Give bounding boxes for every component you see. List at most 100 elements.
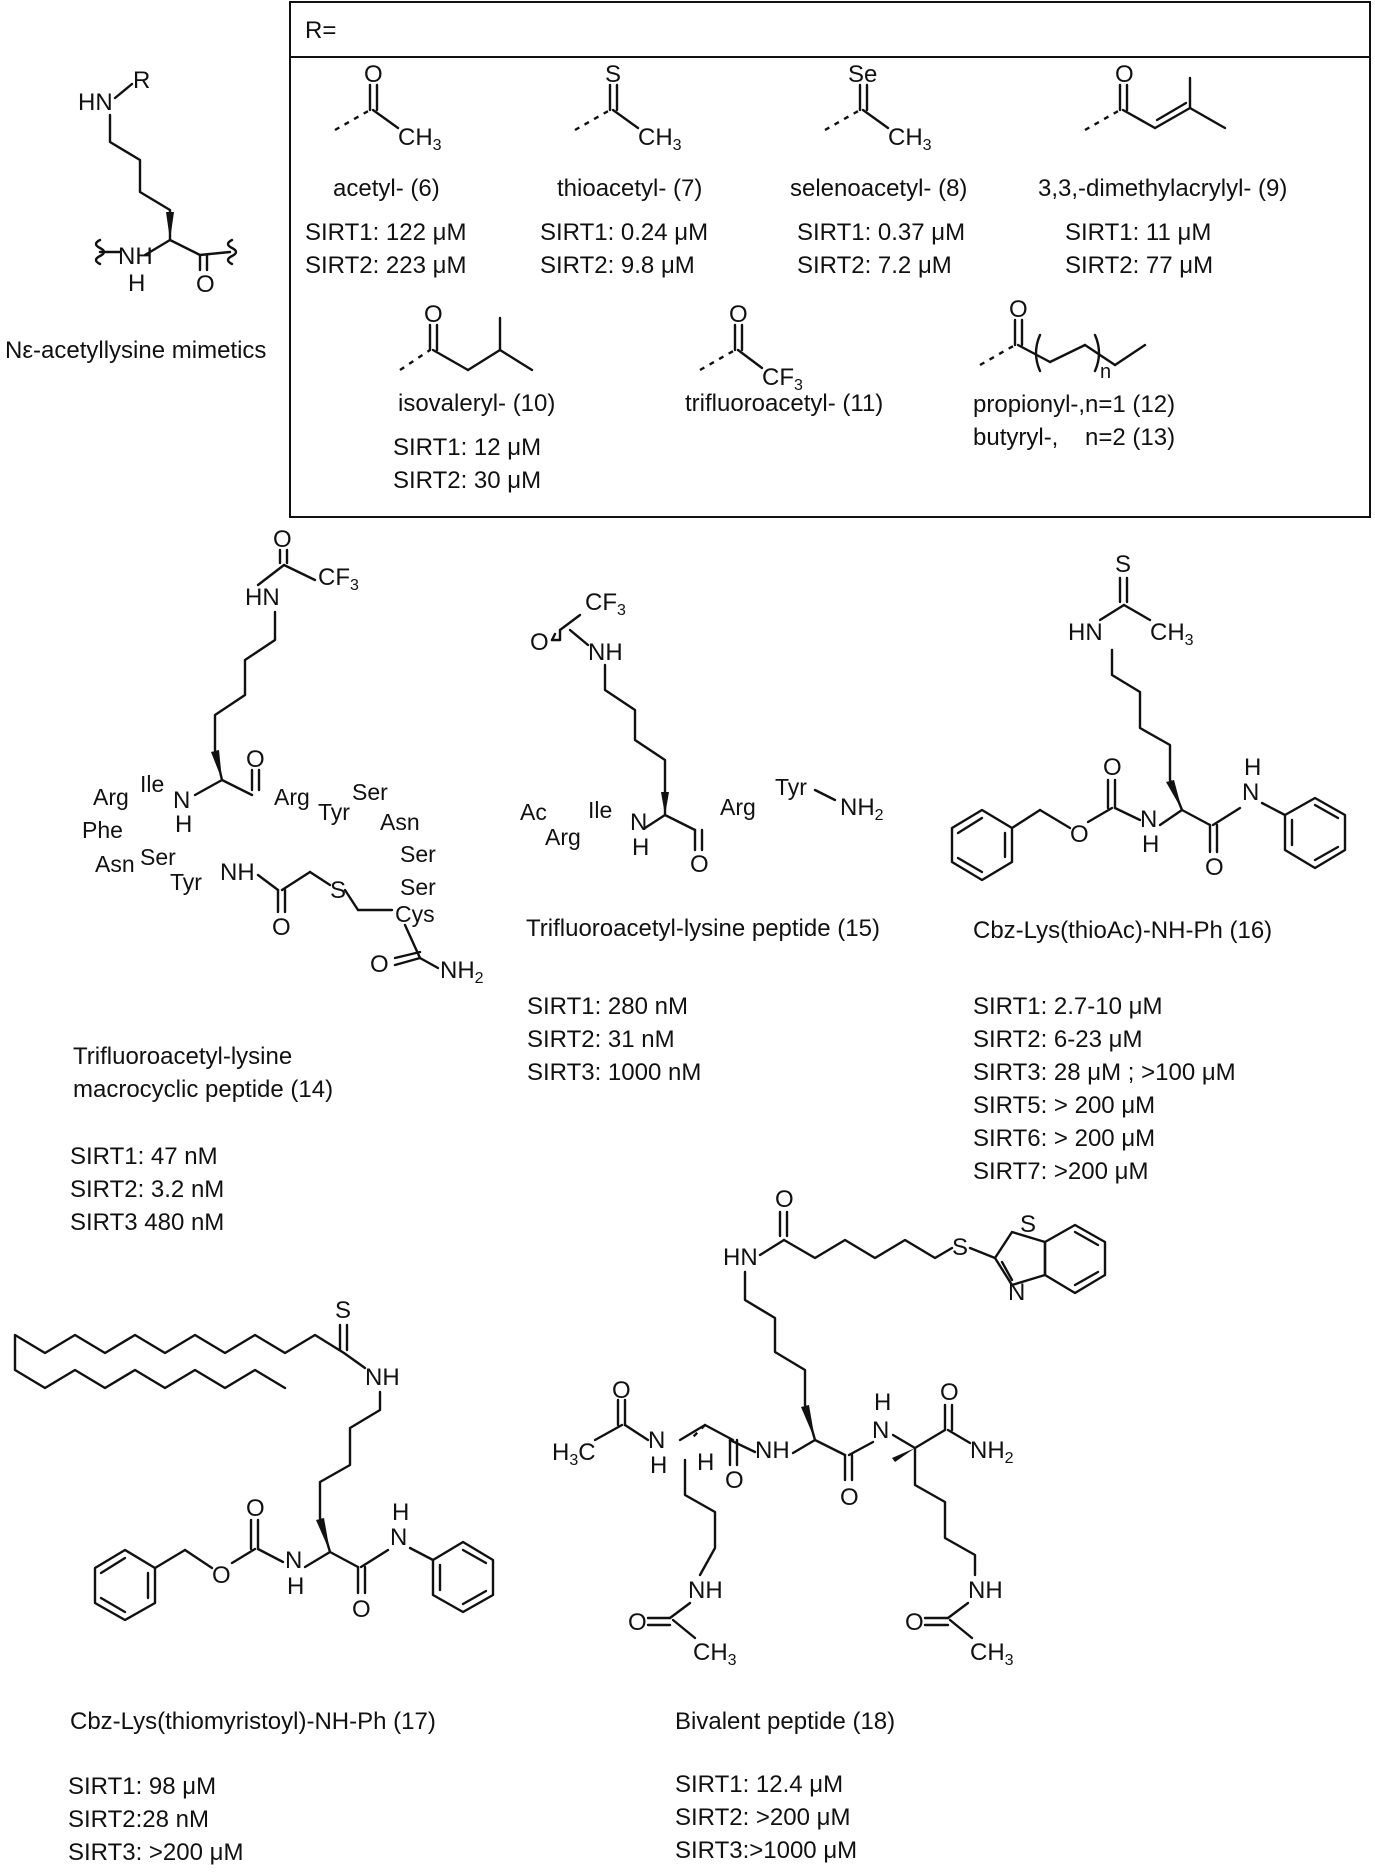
svg-text:NH2: NH2 [440,957,484,987]
compound-15-name: Trifluoroacetyl-lysine peptide (15) [526,915,880,942]
r8-info: selenoacetyl- (8) [790,175,968,202]
svg-text:N: N [872,1417,889,1444]
svg-text:S: S [952,1234,968,1261]
r-group-trifluoroacetyl: O CF3 [699,301,803,394]
svg-text:S: S [330,877,346,904]
svg-text:O: O [940,1379,959,1406]
svg-text:n: n [1100,361,1111,383]
svg-text:Arg: Arg [93,784,129,810]
svg-text:CH3: CH3 [398,124,442,154]
svg-text:Arg: Arg [545,824,581,850]
svg-text:O: O [725,1467,744,1494]
compound-16-data: SIRT1: 2.7-10 μM SIRT2: 6-23 μM SIRT3: 2… [973,993,1236,1185]
r6-info: acetyl- (6) [333,175,440,202]
svg-text:NH2: NH2 [970,1437,1014,1467]
r9-info: 3,3,-dimethylacrylyl- (9) [1038,175,1288,202]
compound-17-name: Cbz-Lys(thiomyristoyl)-NH-Ph (17) [70,1708,436,1735]
compound-15-data: SIRT1: 280 nM SIRT2: 31 nM SIRT3: 1000 n… [527,993,702,1086]
svg-text:H: H [1244,754,1261,781]
o-atom: O [196,271,215,298]
svg-text:CH3: CH3 [888,124,932,154]
svg-text:H: H [874,1389,891,1416]
svg-text:Ser: Ser [140,844,176,870]
svg-text:O: O [530,629,549,656]
svg-text:O: O [905,1609,924,1636]
svg-text:H3C: H3C [552,1439,596,1469]
svg-text:NH: NH [688,1577,723,1604]
r8-data: SIRT1: 0.37 μM SIRT2: 7.2 μM [797,219,966,279]
svg-text:Asn: Asn [380,809,420,835]
svg-text:HN: HN [1068,619,1103,646]
svg-text:O: O [246,746,265,773]
svg-text:Cys: Cys [395,901,435,927]
svg-text:H: H [175,811,192,838]
nh-atom: NH [118,243,153,270]
svg-text:O: O [212,1562,231,1589]
svg-text:O: O [628,1609,647,1636]
r-group-isovaleryl: O [399,301,534,372]
r10-info: isovaleryl- (10) [398,390,556,417]
svg-text:Tyr: Tyr [318,799,350,825]
svg-text:Ile: Ile [588,797,612,823]
svg-text:NH: NH [588,639,623,666]
svg-text:S: S [335,1297,351,1324]
svg-text:NH: NH [365,1364,400,1391]
svg-text:S: S [1115,551,1131,578]
svg-text:O: O [1205,854,1224,881]
compound-14-name: Trifluoroacetyl-lysine macrocyclic pepti… [73,1043,334,1103]
svg-text:O: O [1009,296,1028,323]
svg-text:N: N [1140,806,1157,833]
svg-text:NH: NH [968,1577,1003,1604]
compound-18-name: Bivalent peptide (18) [675,1708,896,1735]
svg-text:H: H [632,834,649,861]
svg-text:CH3: CH3 [693,1639,737,1669]
svg-text:NH: NH [220,859,255,886]
compound-17-structure: S NH N H O O O N H [13,1297,495,1623]
r-group-acetyl: O CH3 [334,61,442,154]
svg-text:H: H [1142,831,1159,858]
svg-text:H: H [287,1573,304,1600]
svg-text:Ser: Ser [352,779,388,805]
svg-text:O: O [690,851,709,878]
svg-text:N: N [1008,1279,1025,1306]
compound-14-structure: O CF3 HN N H O Arg Ile Phe Asn Ser Tyr N… [82,526,484,987]
r-group-box: R= [289,1,1371,518]
h-atom: H [128,270,145,297]
svg-text:HN: HN [245,584,280,611]
svg-text:Arg: Arg [274,784,310,810]
svg-text:O: O [272,914,291,941]
svg-text:H: H [392,1499,409,1526]
svg-text:O: O [1115,61,1134,88]
r11-info: trifluoroacetyl- (11) [685,390,884,417]
svg-text:NH2: NH2 [840,794,884,824]
svg-text:O: O [612,1377,631,1404]
r10-data: SIRT1: 12 μM SIRT2: 30 μM [393,434,542,494]
svg-text:CH3: CH3 [638,124,682,154]
compound-16-structure: S CH3 HN N H O O O N H [950,551,1347,882]
svg-text:HN: HN [723,1244,758,1271]
svg-text:O: O [364,61,383,88]
compound-14-data: SIRT1: 47 nM SIRT2: 3.2 nM SIRT3 480 nM [70,1143,225,1236]
svg-text:CF3: CF3 [585,589,626,619]
compound-17-data: SIRT1: 98 μM SIRT2:28 nM SIRT3: >200 μM [68,1773,244,1866]
compound-16-name: Cbz-Lys(thioAc)-NH-Ph (16) [973,917,1273,944]
svg-text:S: S [605,61,621,88]
svg-text:O: O [424,301,443,328]
r7-data: SIRT1: 0.24 μM SIRT2: 9.8 μM [540,219,709,279]
r6-data: SIRT1: 122 μM SIRT2: 223 μM [305,219,467,279]
svg-text:H: H [697,1449,714,1476]
svg-text:CH3: CH3 [1150,619,1194,649]
r-group-acyl-chain: O n [979,296,1147,383]
svg-text:N: N [648,1427,665,1454]
svg-text:Ser: Ser [400,841,436,867]
svg-text:O: O [775,1186,794,1213]
svg-text:O: O [370,951,389,978]
svg-text:Arg: Arg [720,794,756,820]
svg-text:O: O [1070,821,1089,848]
svg-text:N: N [630,809,647,836]
svg-text:O: O [352,1596,371,1623]
r12-13-info: propionyl-,n=1 (12) butyryl-, n=2 (13) [973,391,1176,451]
svg-text:O: O [840,1484,859,1511]
